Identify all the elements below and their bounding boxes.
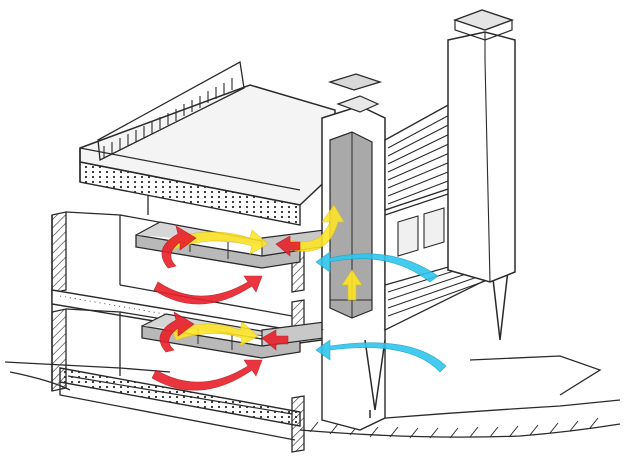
curved-arrow-icon	[261, 329, 289, 351]
foundation	[59, 367, 301, 441]
curved-arrow-icon	[275, 235, 301, 257]
straight-arrow-icon	[315, 339, 447, 373]
straight-arrow-icon	[315, 251, 439, 283]
straight-arrow-icon	[171, 321, 259, 347]
left-wall	[51, 211, 67, 392]
front-wall	[291, 237, 305, 453]
straight-arrow-icon	[289, 204, 345, 252]
curved-arrow-icon	[151, 359, 263, 391]
ground-hatch	[309, 417, 599, 439]
curved-arrow-icon	[153, 275, 263, 305]
tall-chimney	[447, 9, 516, 283]
warm-air-arrows	[151, 225, 301, 391]
straight-arrow-icon	[341, 269, 363, 301]
roof	[79, 60, 336, 226]
shaft-cap	[327, 73, 383, 91]
curved-arrow-icon	[159, 311, 195, 353]
fresh-air-arrows	[315, 251, 447, 373]
ground	[4, 355, 621, 438]
ventilation-shaft	[321, 95, 386, 431]
curved-arrow-icon	[161, 225, 197, 269]
